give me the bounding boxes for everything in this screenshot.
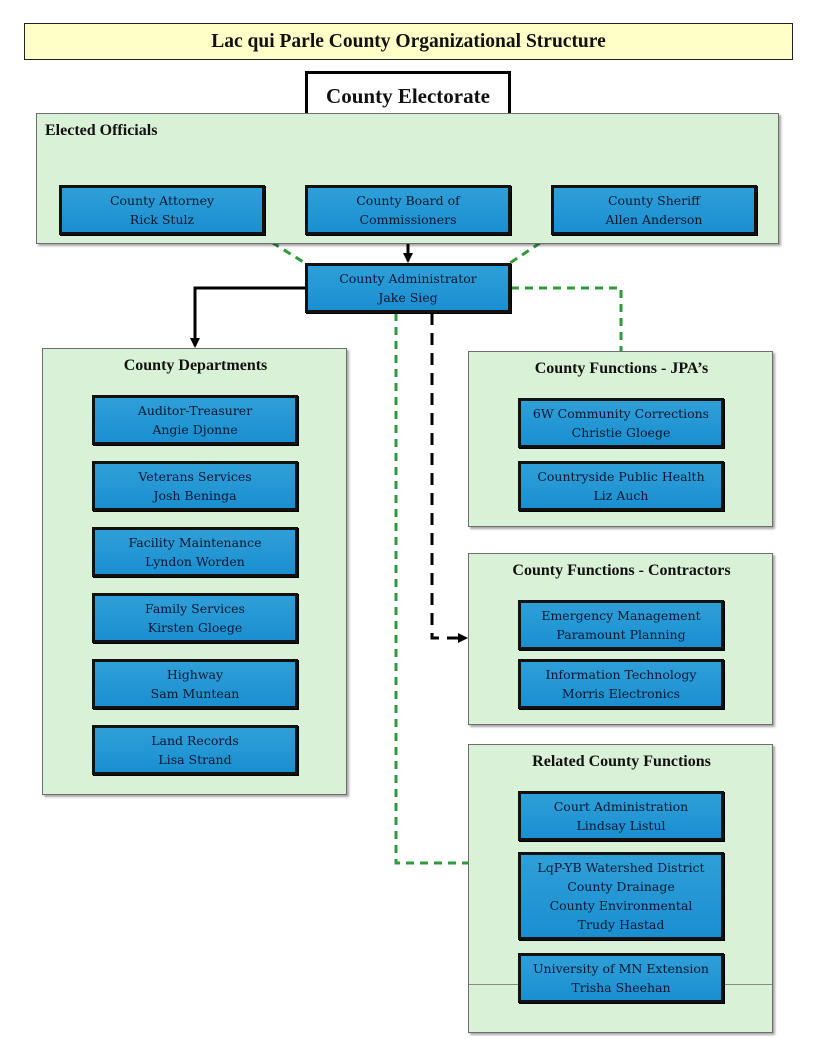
department-box: Facility Maintenance Lyndon Worden <box>92 527 298 577</box>
connector-attorney-to-administrator <box>259 233 306 265</box>
jpa-name: Countryside Public Health <box>537 469 705 484</box>
county-functions-contractors-title: County Functions - Contractors <box>512 562 731 579</box>
department-head: Sam Muntean <box>150 686 240 701</box>
connector-administrator-to-related <box>394 313 468 865</box>
department-name: Veterans Services <box>138 469 252 484</box>
related-line: Trudy Hastad <box>577 917 665 932</box>
department-head: Lyndon Worden <box>145 554 245 569</box>
related-line: County Drainage <box>567 879 675 894</box>
jpa-name: 6W Community Corrections <box>532 406 710 421</box>
department-box: Family Services Kirsten Gloege <box>92 593 298 643</box>
county-functions-jpa-title: County Functions - JPA’s <box>534 360 709 377</box>
contractor-service: Emergency Management <box>541 608 701 623</box>
department-name: Family Services <box>145 601 245 616</box>
department-head: Angie Djonne <box>152 422 238 437</box>
related-line: University of MN Extension <box>533 961 709 976</box>
related-line: Trisha Sheehan <box>571 980 671 995</box>
county-board-box: County Board of Commissioners <box>305 185 511 235</box>
county-electorate-box: County Electorate <box>305 71 511 121</box>
related-line: County Environmental <box>549 898 693 913</box>
department-name: Auditor-Treasurer <box>137 403 253 418</box>
department-head: Kirsten Gloege <box>147 620 243 635</box>
department-box: Highway Sam Muntean <box>92 659 298 709</box>
county-administrator-title: County Administrator <box>339 271 477 286</box>
jpa-head: Christie Gloege <box>571 425 671 440</box>
department-head: Lisa Strand <box>158 752 232 767</box>
department-name: Highway <box>166 667 224 682</box>
department-box: Auditor-Treasurer Angie Djonne <box>92 395 298 445</box>
related-line: Court Administration <box>553 799 689 814</box>
county-board-line1: County Board of <box>356 193 460 208</box>
department-name: Land Records <box>151 733 239 748</box>
connector-administrator-to-jpa <box>511 286 623 351</box>
connector-sheriff-to-administrator <box>509 233 553 265</box>
department-box: Land Records Lisa Strand <box>92 725 298 775</box>
county-board-line2: Commissioners <box>359 212 457 227</box>
related-line: Lindsay Listul <box>576 818 666 833</box>
connector-administrator-to-departments <box>190 286 305 348</box>
related-line: LqP-YB Watershed District <box>537 860 705 875</box>
related-box: Court Administration Lindsay Listul <box>518 791 724 841</box>
contractor-service: Information Technology <box>545 667 697 682</box>
related-box: LqP-YB Watershed District County Drainag… <box>518 852 724 940</box>
county-administrator-name: Jake Sieg <box>378 290 438 305</box>
county-departments-title: County Departments <box>123 357 268 374</box>
department-name: Facility Maintenance <box>128 535 262 550</box>
department-head: Josh Beninga <box>153 488 237 503</box>
page-title: Lac qui Parle County Organizational Stru… <box>24 23 793 60</box>
related-box: University of MN Extension Trisha Sheeha… <box>518 953 724 1003</box>
county-attorney-box: County Attorney Rick Stulz <box>59 185 265 235</box>
county-attorney-name: Rick Stulz <box>129 212 195 227</box>
department-box: Veterans Services Josh Beninga <box>92 461 298 511</box>
jpa-box: 6W Community Corrections Christie Gloege <box>518 398 724 448</box>
county-sheriff-title: County Sheriff <box>607 193 701 208</box>
related-county-functions-title: Related County Functions <box>532 753 711 770</box>
contractor-box: Emergency Management Paramount Planning <box>518 600 724 650</box>
county-attorney-title: County Attorney <box>109 193 215 208</box>
contractor-box: Information Technology Morris Electronic… <box>518 659 724 709</box>
county-sheriff-box: County Sheriff Allen Anderson <box>551 185 757 235</box>
elected-officials-title: Elected Officials <box>45 122 158 139</box>
contractor-name: Morris Electronics <box>561 686 681 701</box>
county-administrator-box: County Administrator Jake Sieg <box>305 263 511 313</box>
county-sheriff-name: Allen Anderson <box>605 212 703 227</box>
connector-administrator-to-contractors <box>430 313 468 643</box>
jpa-box: Countryside Public Health Liz Auch <box>518 461 724 511</box>
contractor-name: Paramount Planning <box>556 627 686 642</box>
jpa-head: Liz Auch <box>593 488 649 503</box>
